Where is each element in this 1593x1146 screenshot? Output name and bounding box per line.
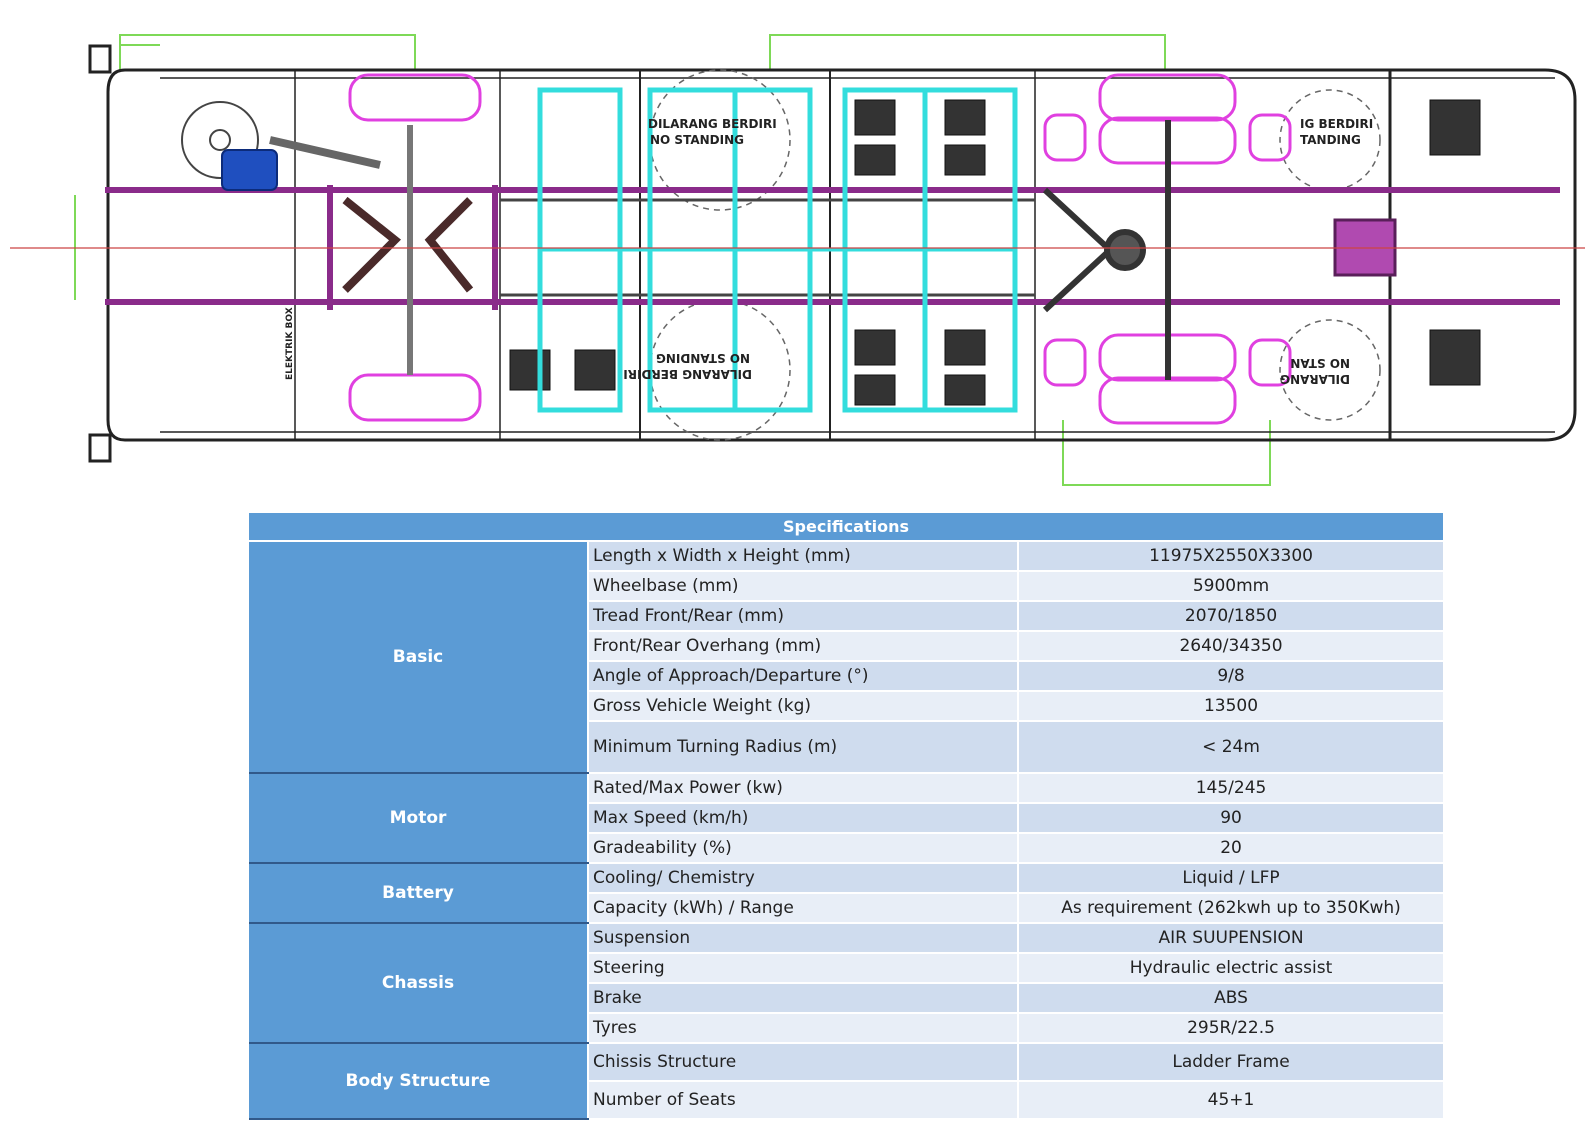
spec-label: Suspension (588, 923, 1019, 954)
spec-label: Cooling/ Chemistry (588, 863, 1019, 894)
group-header: Body Structure (249, 1043, 589, 1120)
spec-value: 2640/34350 (1018, 631, 1444, 662)
chassis-frame-inner (500, 198, 1035, 297)
bus-outline (106, 68, 1577, 442)
standing-label-rear-upper-2: TANDING (1300, 133, 1361, 147)
group-header: Motor (249, 773, 589, 864)
spec-label: Tread Front/Rear (mm) (588, 601, 1019, 632)
steering-wheel-icon (181, 101, 259, 179)
seat-rows (509, 99, 1481, 406)
spec-value: 9/8 (1018, 661, 1444, 692)
spec-value: 5900mm (1018, 571, 1444, 602)
spec-label: Front/Rear Overhang (mm) (588, 631, 1019, 662)
standing-label-upper-2: NO STANDING (650, 133, 744, 147)
spec-value: ABS (1018, 983, 1444, 1014)
group-header: Battery (249, 863, 589, 924)
spec-value: 45+1 (1018, 1081, 1444, 1120)
spec-value: 145/245 (1018, 773, 1444, 804)
spec-label: Wheelbase (mm) (588, 571, 1019, 602)
rear-axle (1042, 120, 1171, 380)
spec-label: Gradeability (%) (588, 833, 1019, 864)
spec-value: Hydraulic electric assist (1018, 953, 1444, 984)
bus-chassis-diagram: DILARANG BERDIRI NO STANDING IG BERDIRI … (10, 34, 1585, 486)
spec-label: Chissis Structure (588, 1043, 1019, 1082)
standing-label-lower-2: NO STANDING (656, 351, 750, 365)
spec-label: Gross Vehicle Weight (kg) (588, 691, 1019, 722)
mirror-icons (88, 44, 112, 463)
battery-packs (537, 87, 1018, 413)
table-row: Gradeability (%)20 (249, 833, 1444, 864)
group-header: Chassis (249, 923, 589, 1044)
spec-label: Brake (588, 983, 1019, 1014)
spec-value: 2070/1850 (1018, 601, 1444, 632)
spec-value: 20 (1018, 833, 1444, 864)
spec-value: 11975X2550X3300 (1018, 541, 1444, 572)
spec-value: 13500 (1018, 691, 1444, 722)
spec-label: Minimum Turning Radius (m) (588, 721, 1019, 774)
spec-label: Number of Seats (588, 1081, 1019, 1120)
chassis-frame (105, 185, 1560, 310)
table-row: Front/Rear Overhang (mm)2640/34350 (249, 631, 1444, 662)
spec-value: Ladder Frame (1018, 1043, 1444, 1082)
table-row: Angle of Approach/Departure (°)9/8 (249, 661, 1444, 692)
standing-label-lower-1: DILARANG BERDIRI (623, 367, 752, 381)
standing-label-rear-upper-1: IG BERDIRI (1300, 117, 1373, 131)
spec-value: < 24m (1018, 721, 1444, 774)
table-title: Specifications (249, 513, 1444, 542)
spec-label: Angle of Approach/Departure (°) (588, 661, 1019, 692)
group-header: Basic (249, 541, 589, 774)
standing-label-rear-lower-1: DILARANG (1280, 372, 1350, 386)
spec-label: Length x Width x Height (mm) (588, 541, 1019, 572)
standing-label-upper-1: DILARANG BERDIRI (648, 117, 777, 131)
spec-label: Capacity (kWh) / Range (588, 893, 1019, 924)
steering-column (269, 136, 381, 169)
spec-label: Max Speed (km/h) (588, 803, 1019, 834)
dimension-lines (74, 34, 1271, 486)
table-row: Wheelbase (mm)5900mm (249, 571, 1444, 602)
spec-label: Steering (588, 953, 1019, 984)
front-axle (342, 125, 474, 375)
spec-value: As requirement (262kwh up to 350Kwh) (1018, 893, 1444, 924)
spec-label: Rated/Max Power (kw) (588, 773, 1019, 804)
spec-value: AIR SUUPENSION (1018, 923, 1444, 954)
table-row: Gross Vehicle Weight (kg)13500 (249, 691, 1444, 722)
steering-pump-icon (221, 149, 278, 191)
spec-label: Tyres (588, 1013, 1019, 1044)
table-row: Max Speed (km/h)90 (249, 803, 1444, 834)
standing-label-rear-lower-2: NO STAN (1290, 356, 1350, 370)
spec-value: Liquid / LFP (1018, 863, 1444, 894)
electric-box-label: ELEKTRIK BOX (285, 307, 295, 380)
table-row: Minimum Turning Radius (m)< 24m (249, 721, 1444, 774)
spec-value: 90 (1018, 803, 1444, 834)
spec-value: 295R/22.5 (1018, 1013, 1444, 1044)
table-row: Tread Front/Rear (mm)2070/1850 (249, 601, 1444, 632)
